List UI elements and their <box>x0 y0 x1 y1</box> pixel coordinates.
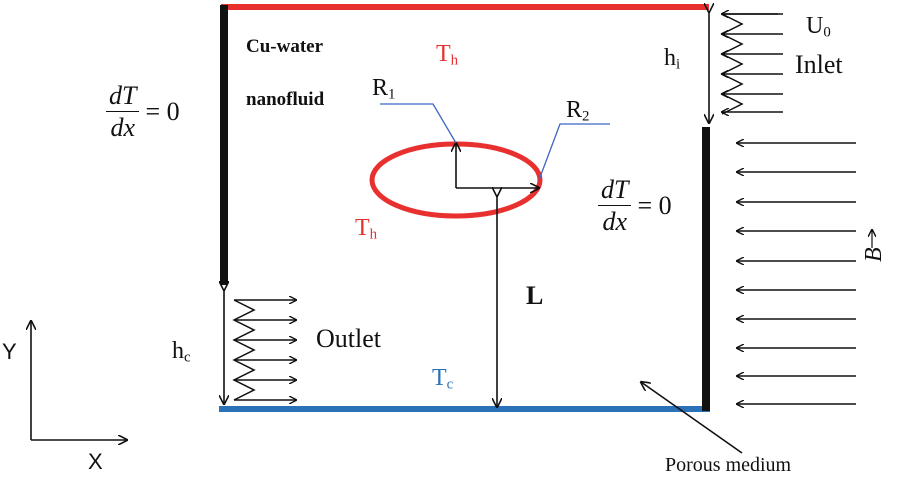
fluid-label-line2: nanofluid <box>246 89 325 110</box>
inlet-velocity-arrows <box>720 14 783 114</box>
hi-label: hi <box>664 45 681 73</box>
left-bc-numerator: dT <box>106 82 140 113</box>
outlet-label: Outlet <box>316 324 381 353</box>
y-axis-label: Y <box>2 339 17 364</box>
r2-label: R2 <box>566 97 590 125</box>
fluid-label-line1: Cu-water <box>246 36 324 57</box>
bottom-wall-temperature: Tc <box>432 365 454 393</box>
porous-medium-label: Porous medium <box>665 454 792 476</box>
x-axis-label: X <box>88 449 103 474</box>
inlet-label: Inlet <box>795 50 843 79</box>
outlet-velocity-arrows <box>232 300 296 400</box>
right-bc-numerator: dT <box>598 176 632 207</box>
left-bc-denominator: dx <box>110 113 135 143</box>
magnetic-field-arrows <box>737 143 856 404</box>
l-label: L <box>526 281 544 310</box>
porous-medium-pointer <box>641 382 743 454</box>
r1-leader <box>380 103 457 144</box>
r2-leader <box>538 123 610 181</box>
right-bc-rhs: = 0 <box>637 190 672 220</box>
left-bc-rhs: = 0 <box>145 96 180 126</box>
top-wall-temperature: Th <box>436 41 459 69</box>
r1-label: R1 <box>372 75 396 103</box>
coordinate-axes <box>31 321 127 440</box>
magnetic-field-label: B <box>861 247 887 262</box>
left-wall-adiabatic-condition: dT dx = 0 <box>106 82 180 142</box>
inlet-velocity-label: U0 <box>806 13 831 41</box>
right-bc-denominator: dx <box>602 207 627 237</box>
hc-label: hc <box>172 338 191 366</box>
right-wall-adiabatic-condition: dT dx = 0 <box>598 176 672 236</box>
cylinder-temperature: Th <box>355 215 378 243</box>
